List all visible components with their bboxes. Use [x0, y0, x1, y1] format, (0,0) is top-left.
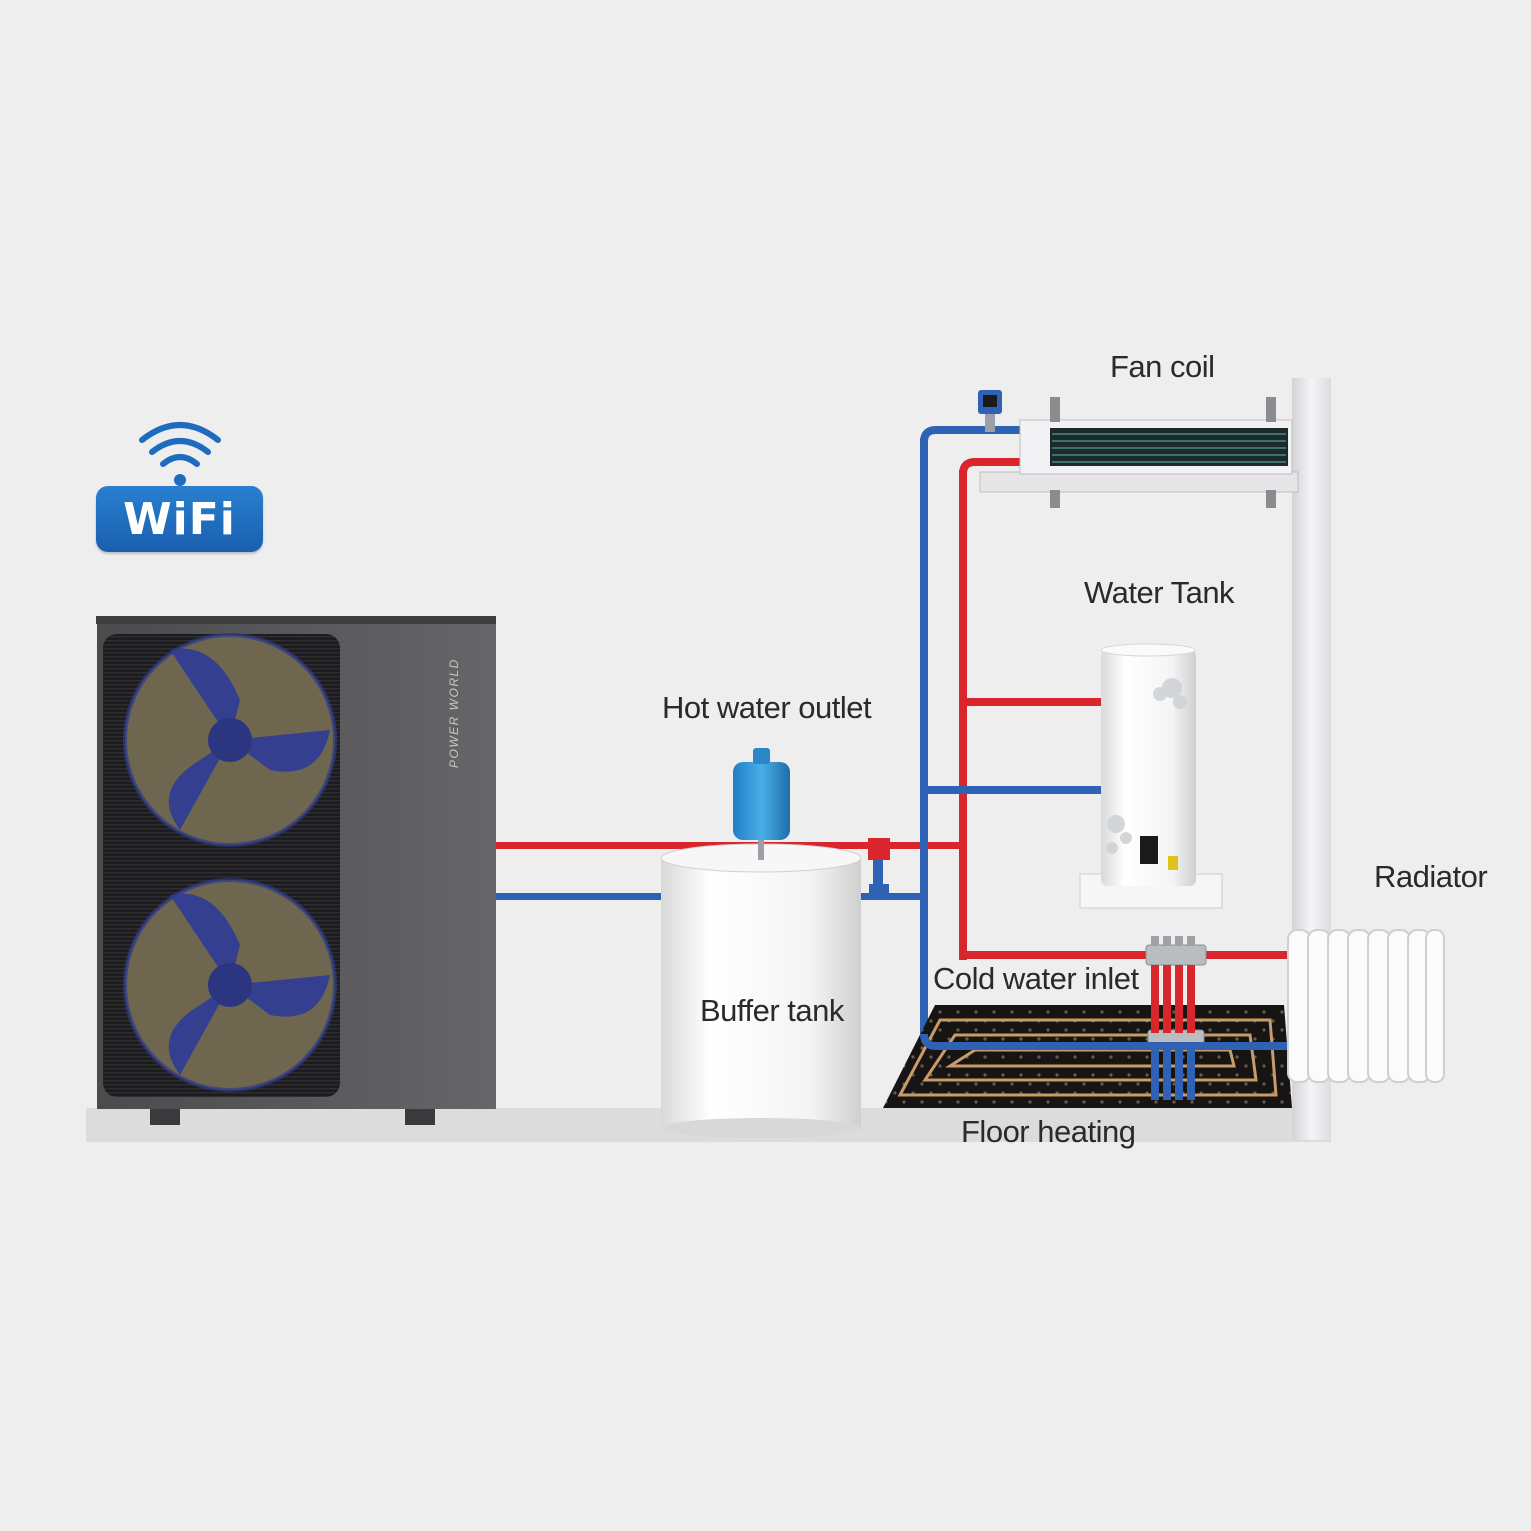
wifi-icon — [139, 422, 221, 486]
floor-heating-label: Floor heating — [961, 1114, 1136, 1149]
cold-riser-pipe — [920, 438, 928, 1038]
fan-bottom — [123, 878, 337, 1092]
water-tank — [1079, 643, 1223, 909]
wifi-label: WiFi — [123, 493, 236, 545]
fan-coil-label: Fan coil — [1110, 349, 1215, 384]
heat-pump-unit: POWER WORLD — [96, 616, 496, 1125]
fan-top — [123, 633, 337, 847]
cold-water-inlet-label: Cold water inlet — [933, 961, 1139, 996]
water-tank-cold-pipe — [924, 786, 1101, 794]
fan-coil-valve — [978, 390, 1002, 432]
unit-cold-pipe — [496, 893, 925, 900]
radiator — [1287, 929, 1445, 1083]
radiator-label: Radiator — [1374, 859, 1488, 894]
hot-water-outlet-label: Hot water outlet — [662, 690, 872, 725]
buffer-tank — [660, 843, 862, 1138]
fan-coil-cold-line — [920, 426, 1020, 443]
valve-cluster — [868, 838, 890, 900]
manifold — [1145, 936, 1207, 1100]
water-tank-hot-pipe — [959, 698, 1101, 706]
hot-riser-pipe — [959, 470, 967, 960]
expansion-vessel — [733, 748, 790, 860]
wifi-badge: WiFi — [96, 486, 263, 552]
brand-label: POWER WORLD — [447, 658, 461, 768]
buffer-tank-label: Buffer tank — [700, 993, 844, 1028]
water-tank-label: Water Tank — [1084, 575, 1235, 610]
manifold-cold-line — [920, 1033, 1292, 1050]
fan-coil-unit — [979, 397, 1299, 508]
fan-coil-hot-line — [959, 458, 1020, 475]
floor-heating-loop — [883, 1005, 1292, 1108]
